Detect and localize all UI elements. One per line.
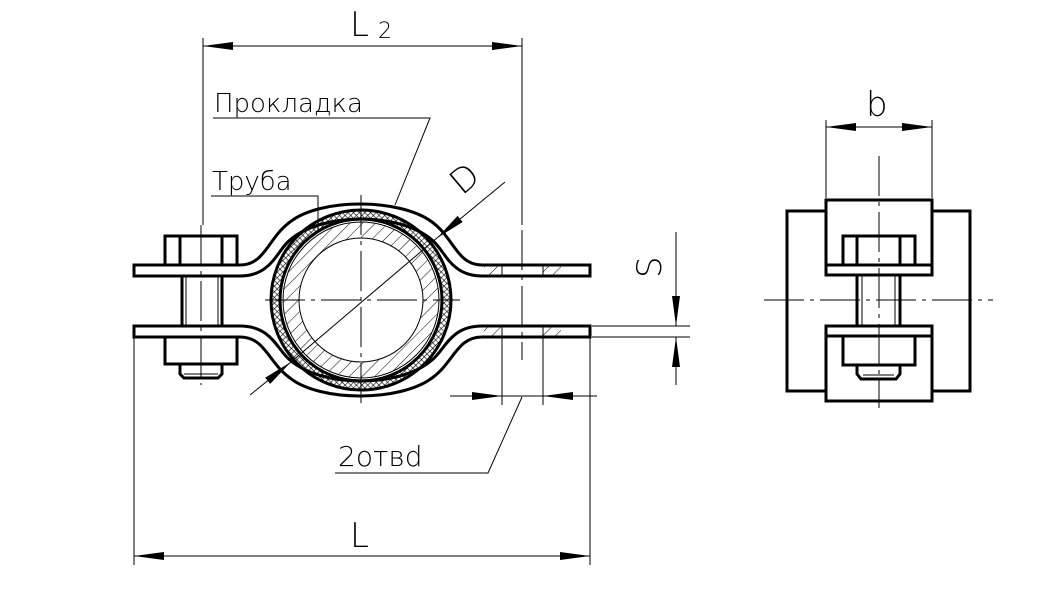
- upper-clamp-band: [132, 202, 592, 278]
- holes-label: 2отвd: [338, 440, 423, 473]
- bolt: [163, 225, 239, 385]
- pipe-label: Труба: [212, 167, 292, 197]
- side-view: b: [764, 85, 993, 408]
- pipe-leader: [211, 195, 319, 230]
- holes-leader: [335, 396, 523, 474]
- gasket-label: Прокладка: [214, 89, 363, 119]
- width-label: b: [866, 85, 888, 125]
- dimension-l-label: L: [350, 516, 369, 556]
- dimension-l2-label: L: [350, 5, 369, 45]
- gasket-leader: [213, 117, 431, 206]
- dimension-l2-subscript: 2: [378, 19, 392, 44]
- thickness-label: S: [630, 256, 670, 278]
